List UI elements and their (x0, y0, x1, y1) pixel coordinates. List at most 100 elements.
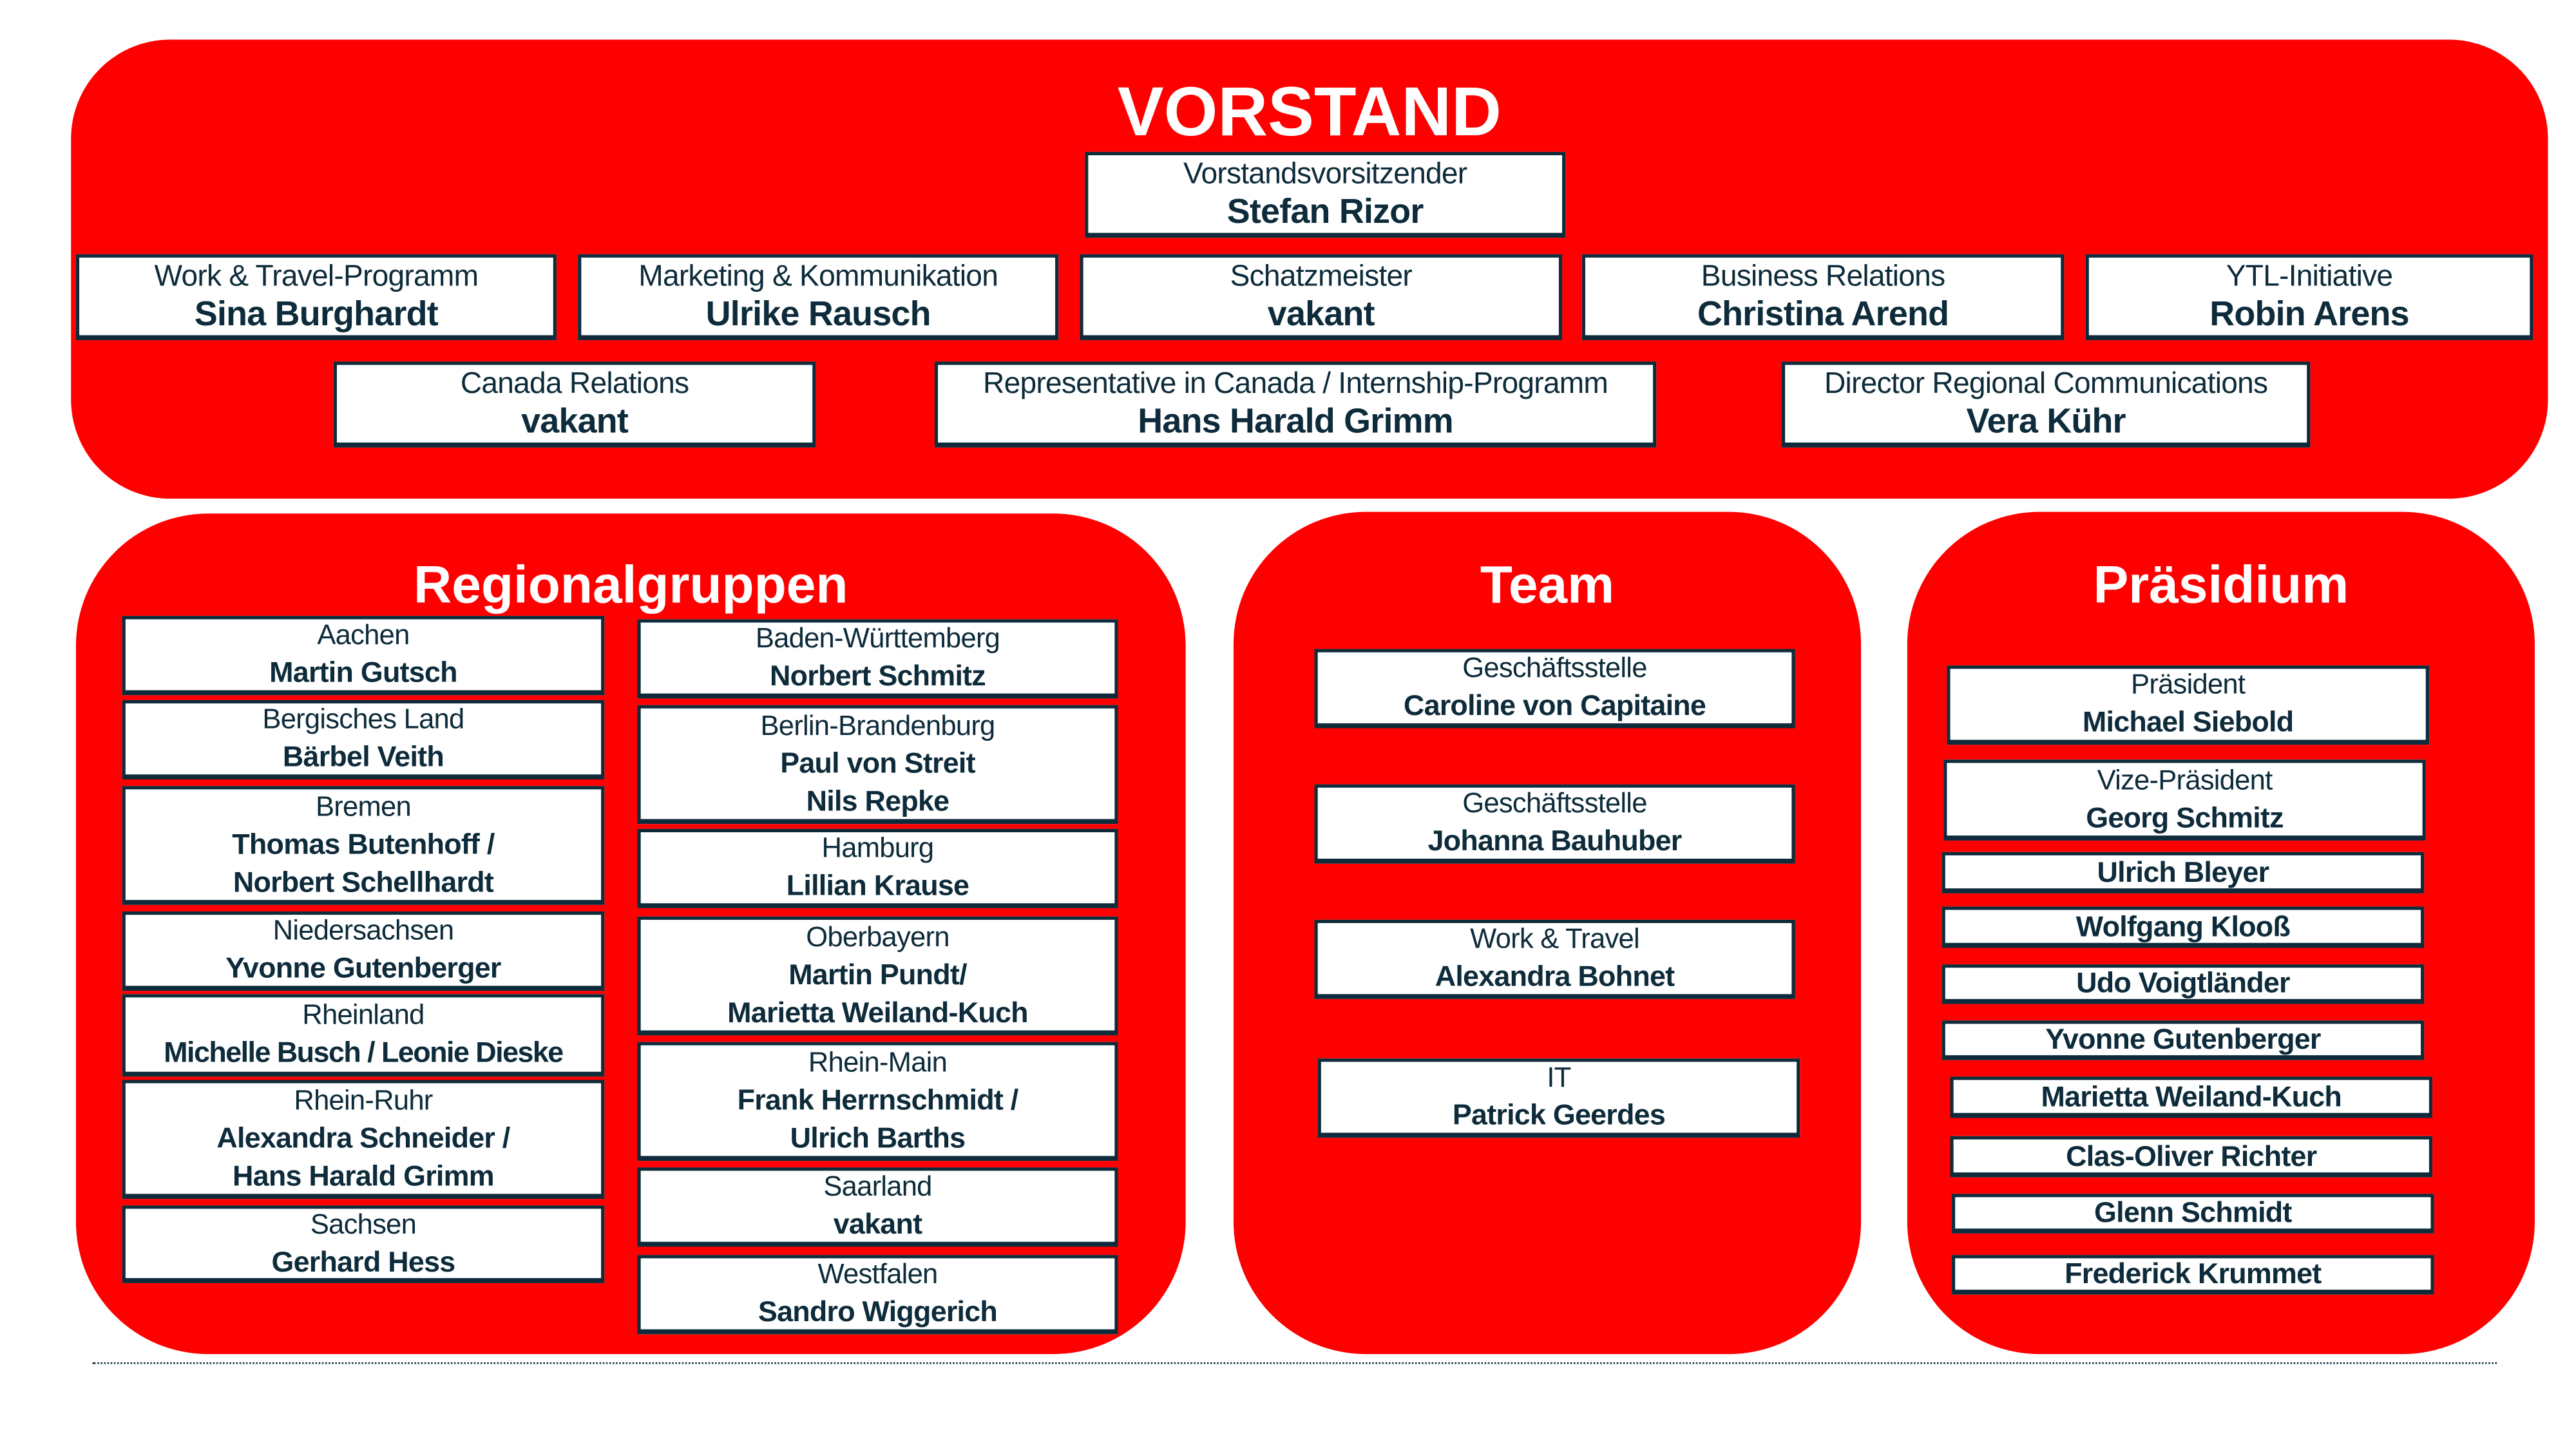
role: IT (1547, 1062, 1571, 1094)
role: Geschäftsstelle (1462, 652, 1647, 684)
name: Paul von Streit (780, 745, 975, 779)
region-box: Hamburg Lillian Krause (637, 828, 1118, 908)
region-box: Rhein-Ruhr Alexandra Schneider / Hans Ha… (122, 1080, 605, 1199)
member-box: Frederick Krummet (1952, 1255, 2434, 1295)
name: Ulrike Rausch (705, 294, 931, 333)
role: Marketing & Kommunikation (638, 258, 998, 292)
name: Martin Pundt/ (788, 957, 967, 990)
role: Canada Relations (460, 365, 689, 399)
region: Hamburg (821, 832, 935, 864)
vorstand-title: VORSTAND (1117, 72, 1502, 151)
name: Sina Burghardt (194, 294, 439, 333)
name: Michelle Busch / Leonie Dieske (164, 1035, 564, 1069)
name: Nils Repke (806, 783, 949, 817)
name: Bärbel Veith (282, 739, 444, 773)
region: Oberbayern (806, 921, 949, 952)
name: Vera Kühr (1966, 402, 2126, 441)
role: Director Regional Communications (1824, 365, 2268, 399)
vorstand-box: Work & Travel-Programm Sina Burghardt (75, 254, 557, 341)
name: Frank Herrnschmidt / (737, 1082, 1019, 1116)
region-box: Oberbayern Martin Pundt/ Marietta Weilan… (637, 916, 1118, 1036)
name: Marietta Weiland-Kuch (2041, 1079, 2342, 1112)
region-box: Baden-Württemberg Norbert Schmitz (637, 619, 1118, 699)
vorstand-box: Director Regional Communications Vera Kü… (1782, 361, 2311, 448)
region: Saarland (823, 1170, 932, 1203)
region: Rhein-Main (808, 1045, 948, 1078)
role: Vorstandsvorsitzender (1183, 156, 1467, 189)
name: Robin Arens (2209, 294, 2409, 333)
member-box: Glenn Schmidt (1952, 1194, 2434, 1234)
name: vakant (833, 1207, 922, 1241)
name: Hans Harald Grimm (233, 1158, 495, 1192)
name: Hans Harald Grimm (1138, 402, 1453, 441)
name: Thomas Butenhoff / (232, 826, 495, 860)
regional-title: Regionalgruppen (414, 555, 848, 615)
role: Geschäftsstelle (1462, 787, 1647, 819)
name: Caroline von Capitaine (1403, 688, 1706, 722)
team-box: Geschäftsstelle Caroline von Capitaine (1314, 649, 1795, 729)
name: Patrick Geerdes (1452, 1098, 1666, 1131)
role: Präsident (2131, 669, 2246, 700)
name: Lillian Krause (786, 868, 969, 902)
region: Baden-Württemberg (755, 622, 1000, 654)
praesidium-box: Vize-Präsident Georg Schmitz (1943, 759, 2426, 841)
member-box: Udo Voigtländer (1942, 964, 2425, 1004)
region-box: Aachen Martin Gutsch (122, 616, 605, 696)
team-title: Team (1480, 555, 1615, 615)
name: Marietta Weiland-Kuch (727, 995, 1028, 1028)
name: Johanna Bauhuber (1427, 824, 1683, 857)
role: Work & Travel-Programm (154, 258, 479, 292)
region-box: Rheinland Michelle Busch / Leonie Dieske (122, 994, 605, 1077)
region: Niedersachsen (272, 915, 454, 946)
name: Frederick Krummet (2065, 1256, 2322, 1290)
name: vakant (1267, 294, 1375, 333)
chair-box: Vorstandsvorsitzender Stefan Rizor (1085, 151, 1566, 238)
name: Stefan Rizor (1226, 192, 1424, 231)
member-box: Marietta Weiland-Kuch (1950, 1076, 2433, 1118)
name: Alexandra Bohnet (1435, 959, 1675, 993)
name: Georg Schmitz (2086, 800, 2284, 834)
role: Business Relations (1701, 258, 1945, 292)
region-box: Rhein-Main Frank Herrnschmidt / Ulrich B… (637, 1042, 1118, 1161)
praesidium-box: Präsident Michael Siebold (1947, 665, 2429, 745)
name: Wolfgang Klooß (2075, 909, 2291, 942)
name: Christina Arend (1697, 294, 1949, 333)
name: vakant (521, 402, 629, 441)
region: Rhein-Ruhr (294, 1083, 433, 1116)
name: Udo Voigtländer (2076, 966, 2290, 999)
name: Norbert Schellhardt (233, 864, 494, 898)
team-box: Work & Travel Alexandra Bohnet (1314, 919, 1795, 999)
team-box: Geschäftsstelle Johanna Bauhuber (1314, 784, 1795, 864)
vorstand-box: YTL-Initiative Robin Arens (2085, 254, 2533, 341)
role: YTL-Initiative (2226, 258, 2393, 292)
vorstand-box: Business Relations Christina Arend (1581, 254, 2065, 341)
name: Norbert Schmitz (770, 658, 986, 692)
team-box: IT Patrick Geerdes (1317, 1058, 1800, 1138)
region-box: Saarland vakant (637, 1167, 1118, 1247)
role: Work & Travel (1470, 922, 1640, 955)
region: Bremen (315, 790, 412, 822)
vorstand-box: Canada Relations vakant (333, 361, 816, 448)
region: Sachsen (310, 1208, 417, 1239)
member-box: Yvonne Gutenberger (1942, 1020, 2425, 1060)
region: Rheinland (302, 998, 425, 1031)
name: Michael Siebold (2082, 705, 2294, 738)
region: Bergisches Land (262, 703, 464, 735)
region: Berlin-Brandenburg (760, 709, 995, 741)
name: Sandro Wiggerich (758, 1294, 998, 1328)
region-box: Berlin-Brandenburg Paul von Streit Nils … (637, 705, 1118, 825)
name: Clas-Oliver Richter (2066, 1138, 2317, 1172)
region: Aachen (317, 619, 410, 651)
name: Ulrich Barths (790, 1120, 966, 1154)
region-box: Niedersachsen Yvonne Gutenberger (122, 911, 605, 991)
vorstand-box: Marketing & Kommunikation Ulrike Rausch (578, 254, 1059, 341)
region-box: Westfalen Sandro Wiggerich (637, 1255, 1118, 1335)
role: Schatzmeister (1230, 258, 1413, 292)
region-box: Sachsen Gerhard Hess (122, 1205, 605, 1283)
role: Vize-Präsident (2097, 763, 2273, 796)
vorstand-box: Schatzmeister vakant (1080, 254, 1563, 341)
dotted-divider (92, 1362, 2497, 1364)
member-box: Wolfgang Klooß (1942, 906, 2425, 948)
name: Yvonne Gutenberger (225, 951, 501, 984)
